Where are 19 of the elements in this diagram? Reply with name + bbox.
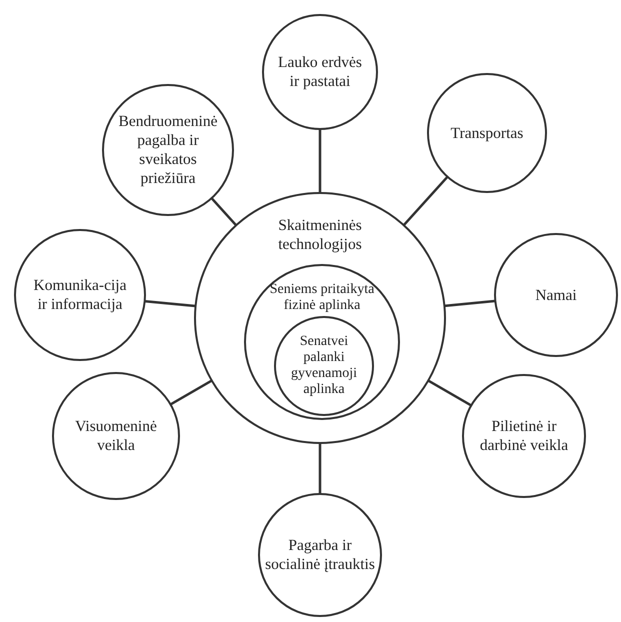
connector-line bbox=[169, 379, 214, 406]
node-label: Komunika-cija ir informacija bbox=[32, 276, 128, 314]
connector-line bbox=[443, 300, 496, 308]
node-label: Lauko erdvės ir pastatai bbox=[277, 53, 363, 91]
connector-line bbox=[318, 128, 322, 194]
node-label: Namai bbox=[534, 286, 578, 304]
connector-line bbox=[426, 379, 473, 408]
node-label: Seniems pritaikyta fizinė aplinka bbox=[268, 282, 376, 314]
node-label: Bendruomeninė pagalba ir sveikatos priežiūra bbox=[117, 112, 218, 188]
connector-line bbox=[318, 442, 322, 495]
node-label: Visuomeninė veikla bbox=[74, 417, 158, 455]
node-label: Pagarba ir socialinė įtrauktis bbox=[265, 536, 375, 574]
connector-line bbox=[210, 196, 238, 227]
connector-line bbox=[144, 300, 197, 308]
node-label: Senatvei palanki gyvenamoji aplinka bbox=[290, 334, 358, 398]
node-label: Skaitmeninės technologijos bbox=[277, 216, 363, 254]
node-label: Transportas bbox=[450, 124, 524, 142]
node-label: Pilietinė ir darbinė veikla bbox=[479, 417, 569, 455]
connector-line bbox=[402, 175, 450, 227]
